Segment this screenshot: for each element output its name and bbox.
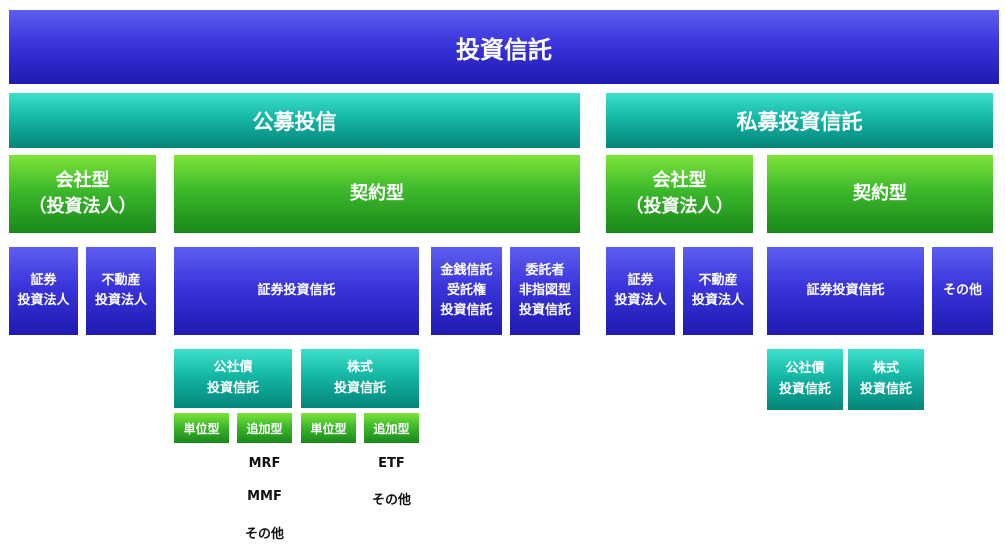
settlor-non-directed-trust: 委託者 非指図型 投資信託 bbox=[510, 247, 580, 335]
stock-additional-type: 追加型 bbox=[364, 413, 419, 443]
public-securities-investment-corporation: 証券 投資法人 bbox=[9, 247, 78, 335]
private-other-node: その他 bbox=[932, 247, 993, 335]
public-securities-investment-trust: 証券投資信託 bbox=[174, 247, 419, 335]
example-etf: ETF bbox=[378, 456, 405, 471]
root-node-investment-trust: 投資信託 bbox=[9, 10, 999, 84]
money-trust-beneficiary-right-trust: 金銭信託 受託権 投資信託 bbox=[431, 247, 502, 335]
private-real-estate-investment-corporation: 不動産 投資法人 bbox=[683, 247, 753, 335]
private-placement-node: 私募投資信託 bbox=[606, 93, 993, 148]
private-bond-investment-trust: 公社債 投資信託 bbox=[767, 349, 843, 410]
bond-unit-type: 単位型 bbox=[174, 413, 229, 443]
public-stock-investment-trust: 株式 投資信託 bbox=[301, 349, 419, 408]
private-securities-investment-corporation: 証券 投資法人 bbox=[606, 247, 675, 335]
example-stock-other: その他 bbox=[371, 493, 411, 508]
private-stock-investment-trust: 株式 投資信託 bbox=[848, 349, 924, 410]
public-real-estate-investment-corporation: 不動産 投資法人 bbox=[86, 247, 156, 335]
private-contract-type-node: 契約型 bbox=[767, 155, 993, 233]
stock-unit-type: 単位型 bbox=[301, 413, 356, 443]
public-offering-node: 公募投信 bbox=[9, 93, 580, 148]
private-securities-investment-trust: 証券投資信託 bbox=[767, 247, 924, 335]
example-mmf: MMF bbox=[247, 489, 282, 504]
public-contract-type-node: 契約型 bbox=[174, 155, 580, 233]
public-bond-investment-trust: 公社債 投資信託 bbox=[174, 349, 292, 408]
bond-additional-type: 追加型 bbox=[237, 413, 292, 443]
example-bond-other: その他 bbox=[244, 527, 284, 542]
example-mrf: MRF bbox=[248, 456, 281, 471]
private-corporate-type-node: 会社型 （投資法人） bbox=[606, 155, 753, 233]
public-corporate-type-node: 会社型 （投資法人） bbox=[9, 155, 156, 233]
